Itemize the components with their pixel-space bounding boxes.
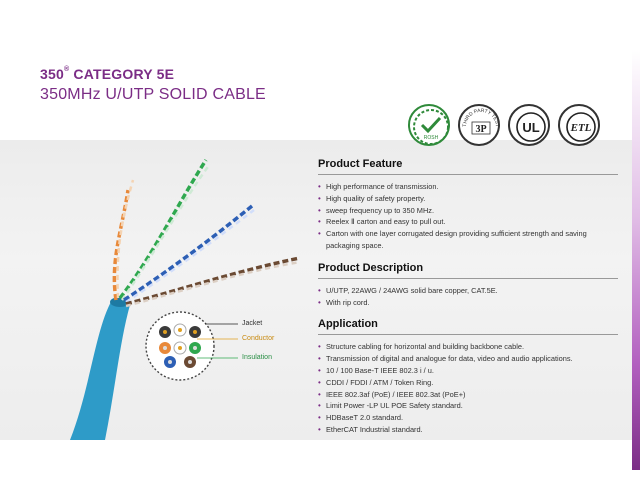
- conductor-callout: Conductor: [242, 335, 275, 342]
- ul-badge: UL: [508, 104, 550, 146]
- list-item: Transmission of digital and analogue for…: [318, 353, 618, 365]
- product-feature-list: High performance of transmission. High q…: [318, 181, 618, 252]
- list-item: Carton with one layer corrugated design …: [318, 228, 618, 252]
- blue-pair: [123, 204, 254, 302]
- etl-mark-icon: ETL: [566, 112, 596, 142]
- etl-label: ETL: [570, 122, 592, 134]
- rosh-check-icon: ROSH: [413, 109, 449, 145]
- list-item: Structure cabling for horizontal and bui…: [318, 341, 618, 353]
- list-item: HDBaseT 2.0 standard.: [318, 412, 618, 424]
- divider: [318, 334, 618, 336]
- list-item: 10 / 100 Base-T IEEE 802.3 i / u.: [318, 365, 618, 377]
- third-party-testing-badge: THIRD PARTY TESTING 3P: [458, 104, 500, 146]
- product-title: 350® CATEGORY 5E: [40, 66, 175, 82]
- spec-panel: Product Feature High performance of tran…: [318, 158, 618, 446]
- product-feature-heading: Product Feature: [318, 158, 403, 170]
- brown-pair: [125, 256, 301, 306]
- divider: [318, 277, 618, 279]
- list-item: U/UTP, 22AWG / 24AWG solid bare copper, …: [318, 285, 618, 297]
- product-subtitle: 350MHz U/UTP SOLID CABLE: [40, 86, 266, 103]
- jacket-callout: Jacket: [242, 320, 263, 327]
- rosh-label: ROSH: [424, 135, 439, 141]
- list-item: CDDI / FDDI / ATM / Token Ring.: [318, 377, 618, 389]
- list-item: sweep frequency up to 350 MHz.: [318, 205, 618, 217]
- third-party-center-text: 3P: [475, 124, 486, 135]
- rosh-badge: ROSH: [408, 104, 450, 146]
- list-item: With rip cord.: [318, 297, 618, 309]
- application-list: Structure cabling for horizontal and bui…: [318, 341, 618, 435]
- orange-pair: [112, 189, 130, 301]
- product-description-heading: Product Description: [318, 261, 424, 274]
- product-description-list: U/UTP, 22AWG / 24AWG solid bare copper, …: [318, 285, 618, 309]
- list-item: High quality of safety property.: [318, 193, 618, 205]
- etl-badge: ETL: [558, 104, 600, 146]
- divider: [318, 174, 618, 175]
- right-accent-bar: [632, 50, 640, 470]
- green-pair: [118, 159, 208, 300]
- insulation-callout: Insulation: [242, 354, 272, 361]
- cross-section-conductors: [159, 323, 201, 368]
- application-heading: Application: [318, 318, 378, 331]
- cable-jacket: [70, 300, 130, 440]
- list-item: High performance of transmission.: [318, 181, 618, 193]
- list-item: IEEE 802.3af (PoE) / IEEE 802.3at (PoE+): [318, 389, 618, 401]
- list-item: Limit Power -LP UL POE Safety standard.: [318, 400, 618, 412]
- third-party-seal-icon: THIRD PARTY TESTING 3P: [460, 106, 500, 135]
- list-item: EtherCAT Industrial standard.: [318, 424, 618, 436]
- ul-label: UL: [522, 120, 539, 135]
- list-item: Reelex Ⅱ carton and easy to pull out.: [318, 216, 618, 228]
- ul-mark-icon: UL: [516, 112, 546, 142]
- cable-illustration: [70, 159, 301, 440]
